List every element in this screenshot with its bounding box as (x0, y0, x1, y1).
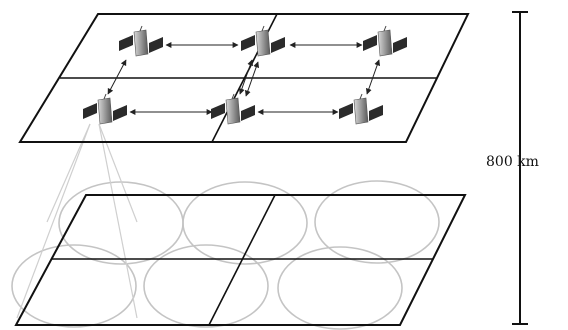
satellite-icon (240, 25, 286, 57)
altitude-label: 800 km (486, 154, 539, 170)
ground-plane (11, 123, 467, 330)
isl-link (365, 59, 381, 95)
satellite-icon (118, 25, 164, 57)
satellite-icon (338, 93, 384, 125)
coverage-footprint (182, 181, 308, 265)
isl-link (238, 59, 254, 95)
coverage-footprint (277, 246, 403, 330)
coverage-footprint (314, 180, 440, 264)
isl-link (107, 59, 127, 95)
inter-satellite-links (107, 42, 381, 115)
coverage-footprint (143, 244, 269, 328)
isl-link (244, 61, 260, 97)
coverage-footprint (11, 244, 137, 328)
ground-grid (14, 194, 467, 326)
orbital-grid (18, 13, 470, 143)
beam-projection (16, 123, 138, 319)
satellite-icon (82, 93, 128, 125)
coverage-footprints (11, 180, 440, 330)
satellites (82, 25, 408, 125)
altitude-scale-bar (512, 11, 528, 325)
satellite-icon (210, 93, 256, 125)
satellite-icon (362, 25, 408, 57)
orbital-plane (18, 13, 470, 143)
